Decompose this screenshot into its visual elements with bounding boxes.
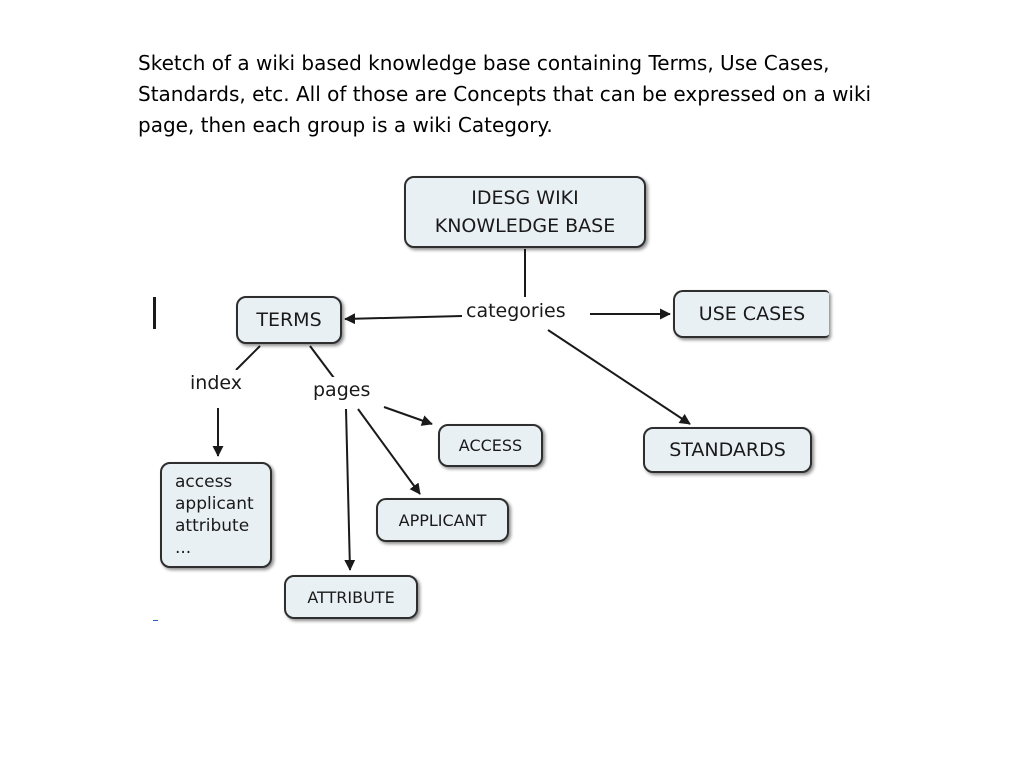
terms-node: TERMS <box>236 296 342 344</box>
pages-label: pages <box>313 377 371 403</box>
terms-label: TERMS <box>256 309 322 331</box>
use-cases-label: USE CASES <box>698 303 806 325</box>
use-cases-node: USE CASES <box>673 290 829 338</box>
caption-line-2: Standards, etc. All of those are Concept… <box>138 82 872 106</box>
bottom-edge-mark <box>153 620 158 621</box>
edge-terms-to-pages <box>309 345 335 379</box>
index-item-applicant: applicant <box>175 494 254 514</box>
edge-pages-to-access <box>383 406 433 426</box>
standards-node: STANDARDS <box>643 427 812 473</box>
edge-terms-to-index <box>235 345 261 371</box>
caption-line-1: Sketch of a wiki based knowledge base co… <box>138 51 830 75</box>
access-label: ACCESS <box>458 436 523 455</box>
edge-pages-to-attribute <box>344 408 356 571</box>
index-label: index <box>190 370 242 396</box>
knowledge-base-line-1: IDESG WIKI <box>471 187 579 209</box>
knowledge-base-line-2: KNOWLEDGE BASE <box>434 215 616 237</box>
access-node: ACCESS <box>438 424 543 467</box>
left-edge-mark <box>153 297 156 329</box>
caption: Sketch of a wiki based knowledge base co… <box>138 48 928 141</box>
edge-categories-to-terms <box>344 313 463 325</box>
edge-categories-to-standards <box>547 329 691 425</box>
index-item-ellipsis: ... <box>175 538 192 558</box>
standards-label: STANDARDS <box>669 439 786 461</box>
attribute-label: ATTRIBUTE <box>307 587 395 607</box>
applicant-label: APPLICANT <box>398 510 487 530</box>
index-item-attribute: attribute <box>175 516 250 536</box>
applicant-node: APPLICANT <box>376 498 509 542</box>
edge-pages-to-applicant <box>357 408 421 495</box>
knowledge-base-node: IDESG WIKI KNOWLEDGE BASE <box>404 176 646 248</box>
categories-label: categories <box>466 298 566 324</box>
attribute-node: ATTRIBUTE <box>284 575 418 619</box>
index-list-node: access applicant attribute ... <box>160 462 272 568</box>
caption-line-3: page, then each group is a wiki Category… <box>138 113 553 137</box>
index-item-access: access <box>175 472 233 492</box>
